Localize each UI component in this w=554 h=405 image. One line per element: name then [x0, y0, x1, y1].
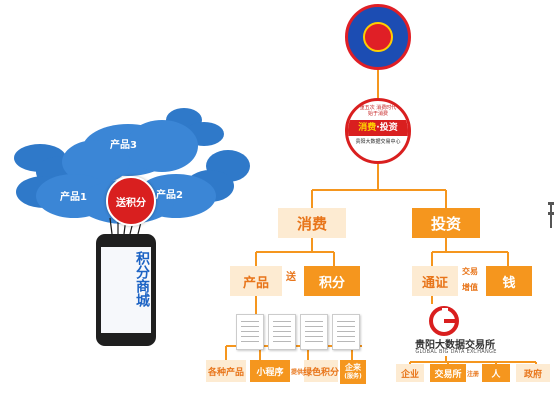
- exchange-node: 交易所: [430, 364, 466, 382]
- send-label: 送: [286, 272, 296, 283]
- circle-top-line1: 重五次 消费时代: [359, 105, 397, 111]
- enterprise-line1: 企来: [345, 363, 361, 372]
- appreciate-label: 增值: [462, 283, 478, 292]
- register-label: 注册: [467, 371, 480, 378]
- guiyang-big-data-logo-icon: [429, 306, 459, 336]
- company-node: 企业: [396, 364, 424, 382]
- enterprise-line2: (服务): [344, 373, 362, 380]
- cloud-label-product2: 产品2: [156, 190, 183, 201]
- points-hub: 送积分: [106, 176, 156, 226]
- cloud-puff: [126, 120, 198, 172]
- points-node: 积分: [304, 266, 360, 296]
- consume-invest-circle: 重五次 消费时代 始于消费 消费·投资 贵阳大数据交易中心: [345, 98, 411, 164]
- invest-node: 投资: [412, 208, 480, 238]
- voucher-node: 通证: [412, 266, 458, 296]
- coin-center-icon: [363, 22, 393, 52]
- cropped-glyph-fragment: [548, 202, 554, 228]
- circle-main-right: 投资: [379, 123, 398, 133]
- provide-label: 提供: [291, 369, 304, 376]
- consume-node: 消费: [278, 208, 346, 238]
- cloud-puff: [62, 140, 130, 184]
- circle-subtitle: 贵阳大数据交易中心: [355, 139, 401, 145]
- consumption-coin-icon: [345, 4, 411, 70]
- various-products-node: 各种产品: [206, 360, 246, 382]
- exchange-name-cn: 贵阳大数据交易所: [415, 340, 495, 351]
- green-points-node: 绿色积分: [303, 360, 339, 382]
- phone-screen: 积分商城: [101, 247, 151, 333]
- circle-main-banner: 消费·投资: [348, 120, 408, 136]
- cloud-label-product3: 产品3: [110, 140, 137, 151]
- product-node: 产品: [230, 266, 282, 296]
- phone-illustration: 积分商城: [96, 234, 156, 346]
- certificate-image: [236, 314, 264, 350]
- money-node: 钱: [486, 266, 532, 296]
- certificate-image: [300, 314, 328, 350]
- circle-main-left: 消费: [358, 123, 377, 133]
- cloud-label-product1: 产品1: [60, 192, 87, 203]
- government-node: 政府: [516, 364, 550, 382]
- person-node: 人: [482, 364, 510, 382]
- trade-label: 交易: [462, 267, 478, 276]
- points-mall-label: 积分商城: [134, 251, 150, 307]
- certificate-image: [332, 314, 360, 350]
- exchange-name-en: GLOBAL BIG DATA EXCHANGE: [415, 349, 497, 355]
- certificate-image: [268, 314, 296, 350]
- enterprise-service-node: 企来 (服务): [340, 360, 366, 384]
- mini-program-node: 小程序: [250, 360, 290, 382]
- circle-top-line2: 始于消费: [367, 111, 388, 117]
